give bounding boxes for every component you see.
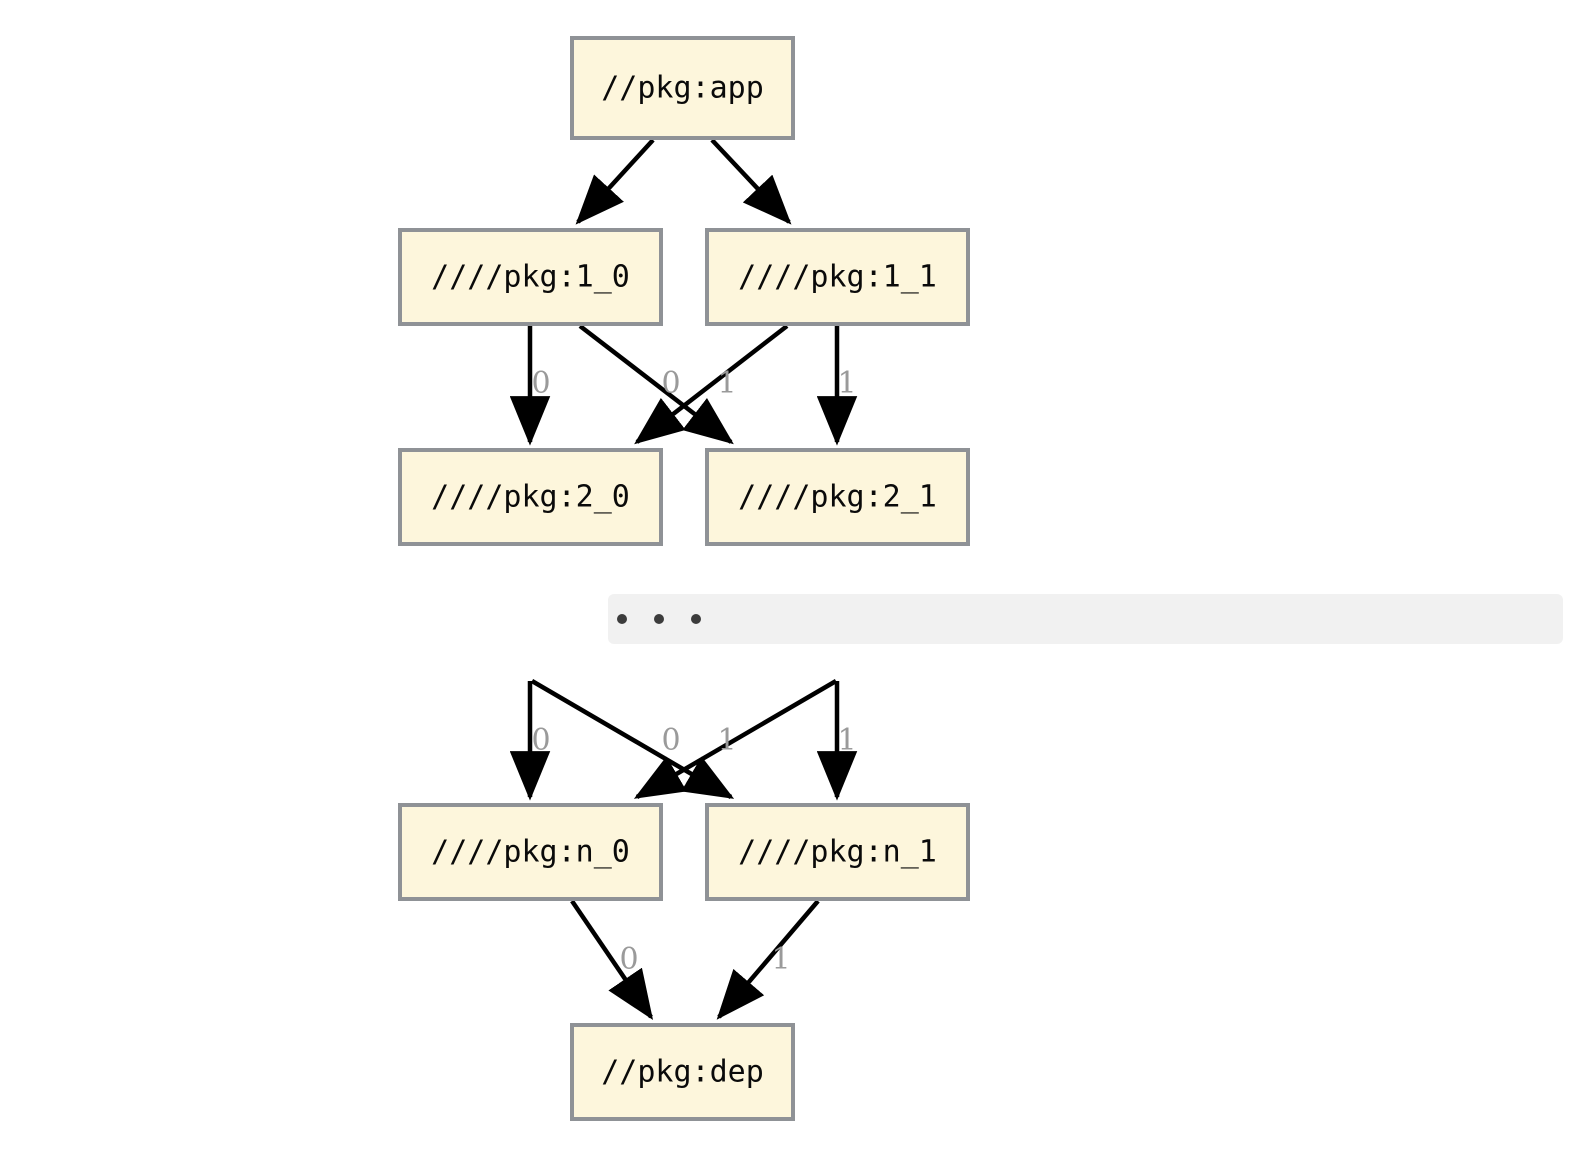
edge-line xyxy=(633,679,838,799)
node-l1_1[interactable]: ////pkg:1_1 xyxy=(705,228,970,326)
node-label: ////pkg:2_1 xyxy=(738,480,937,515)
ellipsis-dot-0 xyxy=(617,614,627,624)
ellipsis-dot-1 xyxy=(654,614,664,624)
ellipsis-dot-2 xyxy=(691,614,701,624)
edge-line xyxy=(716,899,820,1020)
node-label: ////pkg:1_0 xyxy=(431,260,630,295)
edge-label: 1 xyxy=(717,366,736,401)
node-box[interactable] xyxy=(398,803,663,901)
ellipsis-separator xyxy=(608,594,1563,644)
edge-label: 0 xyxy=(661,366,680,401)
edge-label: 0 xyxy=(661,723,680,758)
edge-label: 0 xyxy=(531,366,550,401)
node-dep[interactable]: //pkg:dep xyxy=(570,1023,795,1121)
edge-1_1-to-2_1: 1 xyxy=(816,326,858,446)
edge-line xyxy=(570,899,654,1020)
edge-prev2-to-n_1: 1 xyxy=(816,681,858,801)
node-layer: //pkg:app ////pkg:1_0 ////pkg:1_1 ////pkg:2… xyxy=(398,36,970,1121)
edge-layer: 0 0 1 1 0 0 1 1 0 1 xyxy=(509,138,858,1020)
node-l2_0[interactable]: ////pkg:2_0 xyxy=(398,448,663,546)
edge-label: 1 xyxy=(771,942,790,977)
node-label: ////pkg:n_0 xyxy=(431,835,630,870)
node-box[interactable] xyxy=(398,448,663,546)
node-ln_1[interactable]: ////pkg:n_1 xyxy=(705,803,970,901)
node-label: ////pkg:n_1 xyxy=(738,835,937,870)
edge-prev2-to-n_0: 1 xyxy=(633,679,838,799)
node-ln_0[interactable]: ////pkg:n_0 xyxy=(398,803,663,901)
edge-line xyxy=(634,324,789,445)
node-box[interactable] xyxy=(705,803,970,901)
edge-app-to-1_0 xyxy=(575,138,655,225)
edge-n_1-to-dep: 1 xyxy=(716,899,820,1020)
node-box[interactable] xyxy=(570,36,795,140)
node-label: ////pkg:2_0 xyxy=(431,480,630,515)
node-app[interactable]: //pkg:app xyxy=(570,36,795,140)
edge-app-to-1_1 xyxy=(710,138,792,225)
node-box[interactable] xyxy=(705,448,970,546)
edge-line xyxy=(575,138,655,225)
node-box[interactable] xyxy=(398,228,663,326)
edge-1_1-to-2_0: 1 xyxy=(634,324,789,445)
edge-label: 1 xyxy=(837,723,856,758)
edge-prev-to-n_0: 0 xyxy=(509,681,551,801)
node-label: //pkg:app xyxy=(601,71,764,106)
node-label: ////pkg:1_1 xyxy=(738,260,937,295)
node-l1_0[interactable]: ////pkg:1_0 xyxy=(398,228,663,326)
edge-label: 1 xyxy=(717,723,736,758)
edge-n_0-to-dep: 0 xyxy=(570,899,654,1020)
edge-line xyxy=(530,679,735,799)
node-label: //pkg:dep xyxy=(601,1055,764,1090)
ellipsis-band xyxy=(608,594,1563,644)
node-box[interactable] xyxy=(705,228,970,326)
node-l2_1[interactable]: ////pkg:2_1 xyxy=(705,448,970,546)
edge-line xyxy=(578,324,734,445)
edge-line xyxy=(710,138,792,225)
edge-label: 0 xyxy=(531,723,550,758)
edge-label: 0 xyxy=(619,942,638,977)
edge-prev-to-n_1: 0 xyxy=(530,679,735,799)
edge-label: 1 xyxy=(837,366,856,401)
edge-1_0-to-2_0: 0 xyxy=(509,326,551,446)
node-box[interactable] xyxy=(570,1023,795,1121)
edge-1_0-to-2_1: 0 xyxy=(578,324,734,445)
